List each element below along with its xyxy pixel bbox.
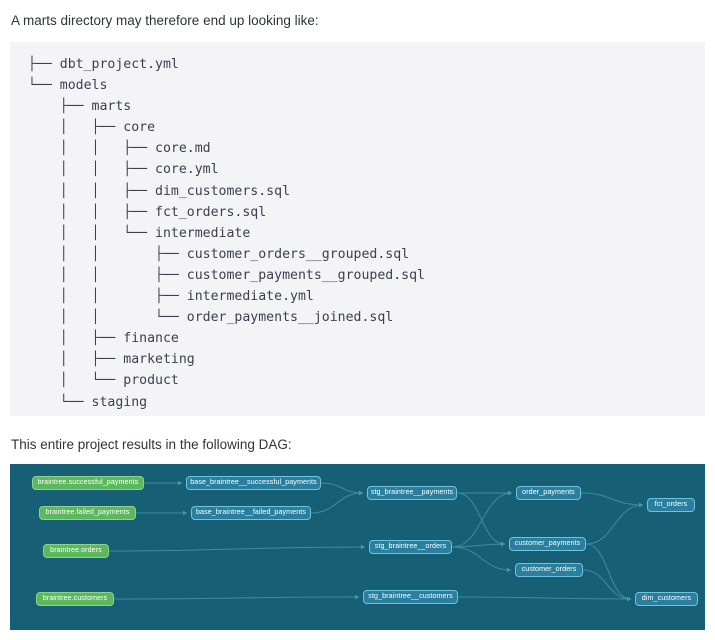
dag-edge-stg_braintree__customers-to-dim_customers (457, 596, 632, 600)
directory-tree-text: ├── dbt_project.yml └── models ├── marts… (28, 57, 425, 410)
dag-node-braintree_customers[interactable]: braintree.customers (36, 592, 114, 606)
intro-paragraph: A marts directory may therefore end up l… (11, 13, 319, 28)
dag-arrowhead (355, 594, 359, 600)
dag-arrowhead (359, 490, 363, 496)
dag-edge-braintree_orders-to-stg_braintree__orders (108, 546, 366, 552)
dag-arrowhead (361, 544, 365, 550)
dag-diagram[interactable]: braintree.successful_payments braintree.f… (10, 464, 705, 630)
dag-edge-customer_payments-to-fct_orders (585, 504, 644, 545)
dag-node-braintree_failed_payments[interactable]: braintree.failed_payments (39, 506, 136, 520)
dag-edge-base_braintree__successful_payments-to-stg_braintree__payments (320, 482, 364, 494)
dag-edge-customer_orders-to-dim_customers (582, 569, 632, 600)
dag-edges-layer (108, 480, 644, 602)
dag-arrowhead (639, 502, 643, 508)
dag-edge-base_braintree__failed_payments-to-stg_braintree__payments (310, 492, 364, 514)
dag-arrowhead (508, 490, 512, 496)
dag-arrowhead (507, 567, 511, 573)
dag-arrowhead (183, 510, 187, 516)
dag-node-customer_orders[interactable]: customer_orders (515, 563, 583, 577)
dag-edge-order_payments-to-fct_orders (580, 492, 644, 506)
dag-edge-stg_braintree__orders-to-order_payments (451, 492, 513, 548)
directory-tree-code-block: ├── dbt_project.yml └── models ├── marts… (10, 42, 705, 416)
dag-node-order_payments[interactable]: order_payments (516, 486, 581, 500)
dag-node-stg_braintree__customers[interactable]: stg_braintree__customers (363, 590, 458, 604)
dag-node-base_braintree__failed_payments[interactable]: base_braintree__failed_payments (191, 506, 311, 520)
dag-edge-stg_braintree__payments-to-customer_payments (456, 492, 506, 545)
dag-arrowhead (627, 596, 631, 602)
dag-node-braintree_successful_payments[interactable]: braintree.successful_payments (32, 476, 144, 490)
dag-node-customer_payments[interactable]: customer_payments (509, 537, 586, 551)
dag-arrowhead (501, 541, 505, 547)
dag-node-braintree_orders[interactable]: braintree.orders (43, 544, 109, 558)
dag-arrowhead (178, 480, 182, 486)
dag-node-dim_customers[interactable]: dim_customers (635, 592, 698, 606)
dag-edge-customer_payments-to-dim_customers (585, 543, 632, 600)
dag-node-stg_braintree__payments[interactable]: stg_braintree__payments (367, 486, 457, 500)
dag-edge-braintree_customers-to-stg_braintree__customers (113, 596, 360, 600)
dag-node-stg_braintree__orders[interactable]: stg_braintree__orders (369, 540, 452, 554)
dag-caption: This entire project results in the follo… (11, 437, 292, 452)
dag-edge-stg_braintree__orders-to-customer_orders (451, 546, 512, 571)
dag-node-base_braintree__successful_payments[interactable]: base_braintree__successful_payments (186, 476, 321, 490)
dag-node-fct_orders[interactable]: fct_orders (647, 498, 695, 512)
